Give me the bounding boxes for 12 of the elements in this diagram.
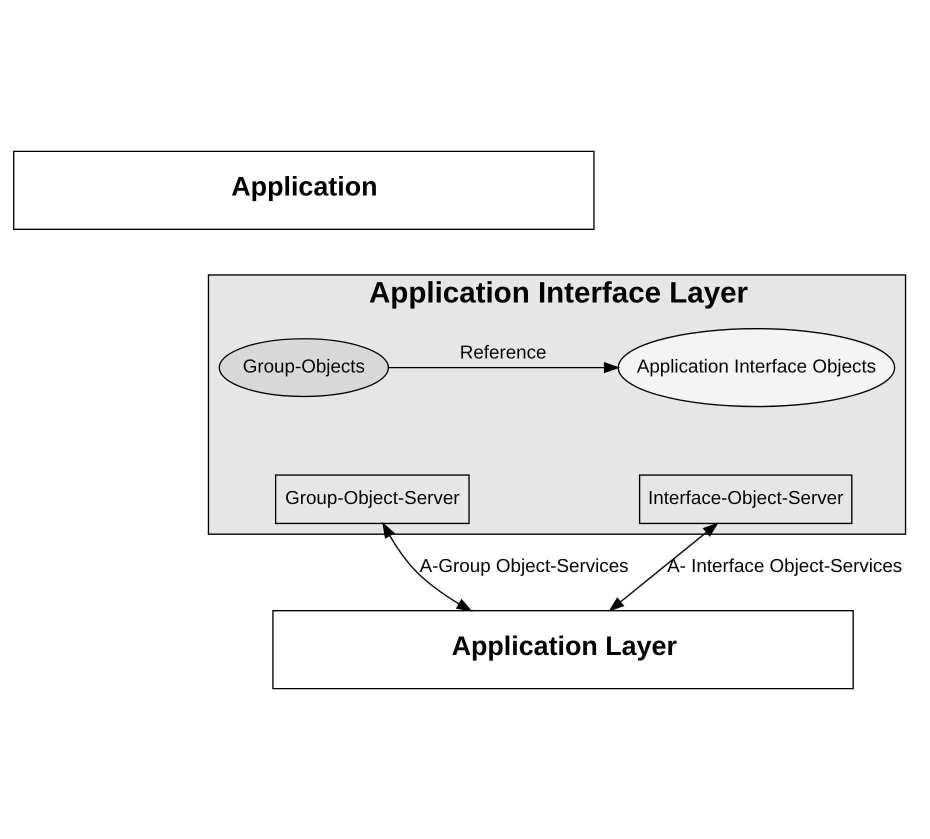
edge-label: A-Group Object-Services: [420, 554, 629, 576]
arrow: [388, 361, 620, 373]
edge-label: A- Interface Object-Services: [667, 554, 902, 576]
node-box: Group-Object-Server: [274, 474, 470, 524]
node-ellipse: Application Interface Objects: [618, 328, 896, 407]
node-box: Application: [13, 150, 595, 230]
node-box: Interface-Object-Server: [638, 474, 852, 524]
edge-label: Reference: [460, 340, 546, 362]
arrow: [382, 521, 473, 612]
node-ellipse: Group-Objects: [218, 338, 390, 397]
arrow: [608, 522, 719, 612]
node-box: Application Layer: [272, 610, 854, 689]
